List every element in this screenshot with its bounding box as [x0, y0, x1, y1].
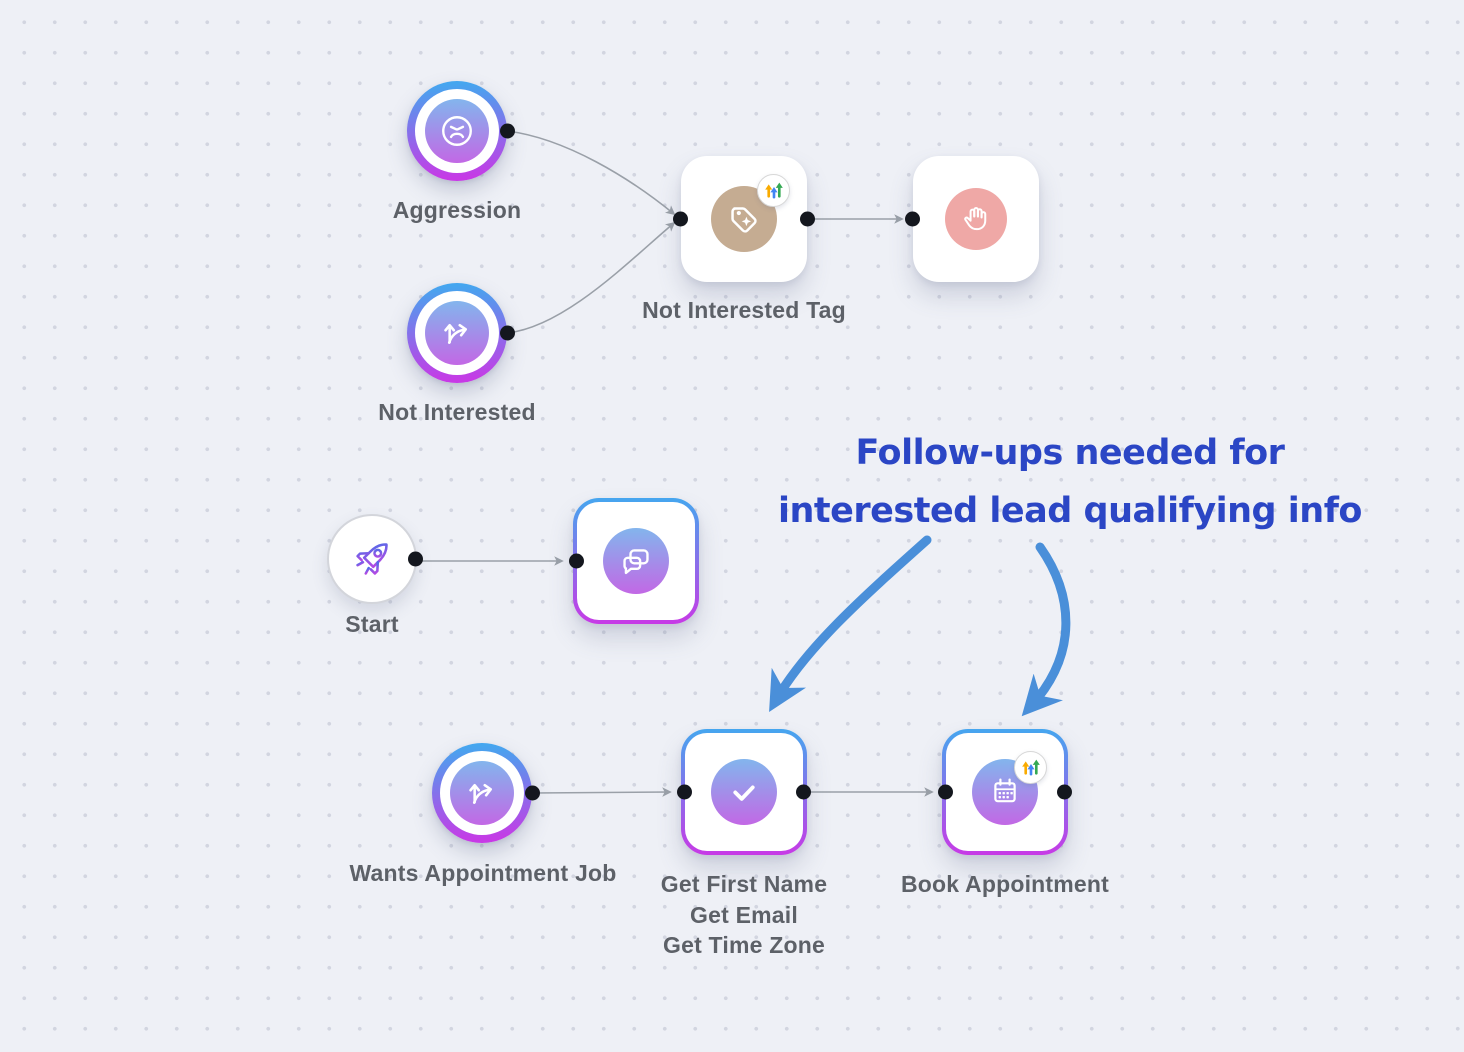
- input-port[interactable]: [905, 211, 920, 227]
- node-label: Not Interested Tag: [642, 297, 846, 323]
- node-send-message[interactable]: [569, 498, 699, 624]
- input-port[interactable]: [938, 784, 953, 800]
- node-label: Not Interested: [378, 399, 536, 425]
- annotation-line-2: interested lead qualifying info: [778, 491, 1362, 531]
- node-inner-ring: [415, 291, 499, 375]
- node-label-line: Get First Name: [660, 871, 828, 897]
- edge-waj-to-questions: [532, 787, 672, 797]
- node-label: Start: [345, 611, 399, 637]
- input-port[interactable]: [677, 784, 692, 800]
- node-label-line: Get Email: [690, 901, 798, 928]
- highlevel-logo-icon: [1021, 759, 1040, 775]
- input-port[interactable]: [673, 211, 688, 227]
- highlevel-logo-icon: [764, 182, 783, 198]
- output-port[interactable]: [800, 211, 815, 227]
- input-port[interactable]: [569, 553, 584, 569]
- node-wants-appointment-job[interactable]: [432, 743, 540, 843]
- chat-bubbles-icon: [603, 528, 669, 594]
- highlevel-logo-badge: [1014, 751, 1047, 784]
- check-icon: [711, 759, 777, 825]
- node-stop[interactable]: [905, 156, 1039, 282]
- split-arrow-icon: [425, 301, 489, 365]
- angry-face-icon: [425, 99, 489, 163]
- node-aggression[interactable]: [407, 81, 515, 181]
- stop-hand-icon: [945, 188, 1007, 250]
- rocket-icon: [344, 531, 400, 587]
- node-not-interested-tag[interactable]: [673, 156, 815, 282]
- output-port[interactable]: [525, 785, 540, 801]
- split-arrow-icon: [450, 761, 514, 825]
- node-label: Get First Name Get Email Get Time Zone: [594, 869, 894, 961]
- output-port[interactable]: [796, 784, 811, 800]
- node-inner-ring: [415, 89, 499, 173]
- node-qualifying-questions[interactable]: [677, 729, 811, 855]
- annotation-arrow-right: [1021, 542, 1071, 717]
- output-port[interactable]: [1057, 784, 1072, 800]
- node-label: Book Appointment: [900, 871, 1110, 897]
- node-label-line: Get Time Zone: [663, 932, 825, 958]
- output-port[interactable]: [500, 123, 515, 139]
- output-port[interactable]: [500, 325, 515, 341]
- annotation-text: Follow-ups needed for interested lead qu…: [770, 424, 1370, 540]
- node-inner-ring: [440, 751, 524, 835]
- annotation-arrow-left: [769, 535, 932, 713]
- highlevel-logo-badge: [757, 174, 790, 207]
- annotation-line-1: Follow-ups needed for: [855, 433, 1285, 473]
- node-not-interested[interactable]: [407, 283, 515, 383]
- node-book-appointment[interactable]: [938, 729, 1072, 855]
- node-label: Wants Appointment Job: [349, 860, 617, 886]
- output-port[interactable]: [408, 551, 423, 567]
- node-label: Aggression: [392, 197, 522, 223]
- node-start[interactable]: [327, 514, 423, 604]
